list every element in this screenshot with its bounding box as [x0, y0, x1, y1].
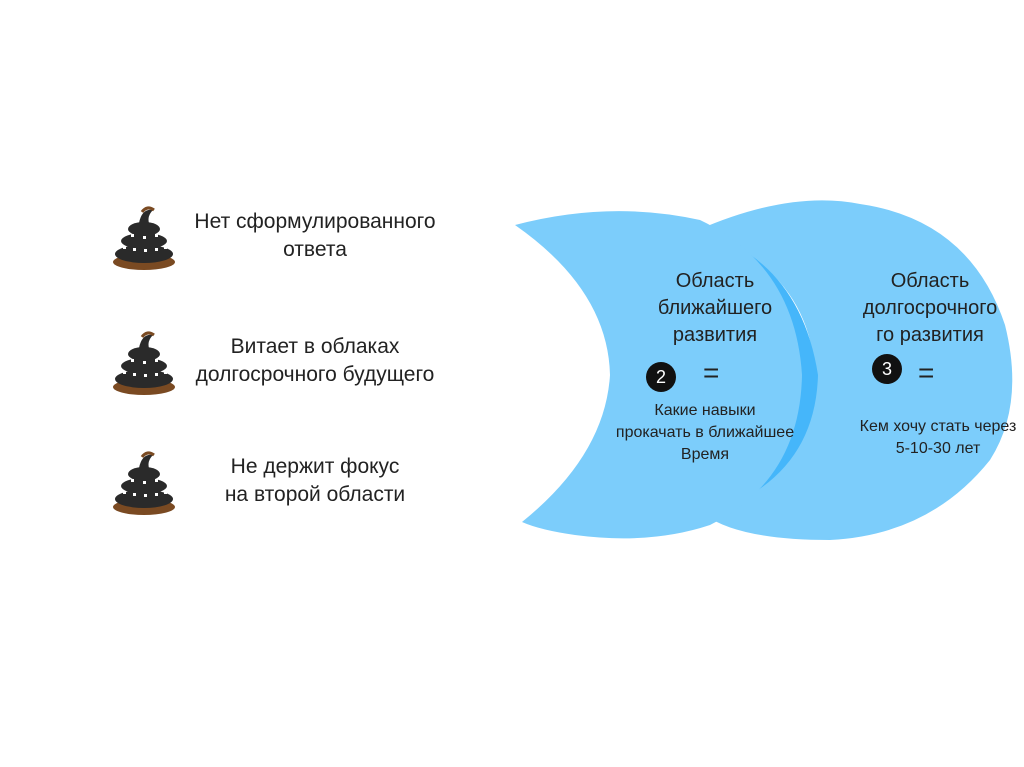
- near-zone-title: Область ближайшего развития: [657, 270, 773, 346]
- list-item-text: Витает в облаках долгосрочного будущего: [195, 335, 435, 386]
- poop-icon: [113, 331, 175, 395]
- zones-shapes: [515, 200, 1013, 541]
- list-item: Не держит фокус на второй области: [105, 447, 465, 527]
- near-zone-equals: =: [703, 357, 720, 388]
- far-zone-description: Кем хочу стать через 5-10-30 лет: [859, 418, 1017, 457]
- near-zone-number-badge: 2: [646, 362, 676, 392]
- far-zone-equals: =: [918, 357, 935, 388]
- list-item: Нет сформулированного ответа: [105, 202, 465, 282]
- far-zone-title: Область долгосрочного го развития: [862, 270, 998, 346]
- development-zones-diagram: Область ближайшего развития 2 = Какие на…: [500, 190, 1024, 550]
- list-item-text: Не держит фокус на второй области: [224, 455, 406, 506]
- list-item-text: Нет сформулированного ответа: [194, 210, 436, 261]
- far-zone-shape: [698, 200, 1013, 541]
- far-zone-number-badge: 3: [872, 354, 902, 384]
- poop-icon: [113, 206, 175, 270]
- poop-icon: [113, 451, 175, 515]
- list-item: Витает в облаках долгосрочного будущего: [105, 327, 465, 407]
- near-zone-description: Какие навыки прокачать в ближайшее Время: [615, 402, 795, 463]
